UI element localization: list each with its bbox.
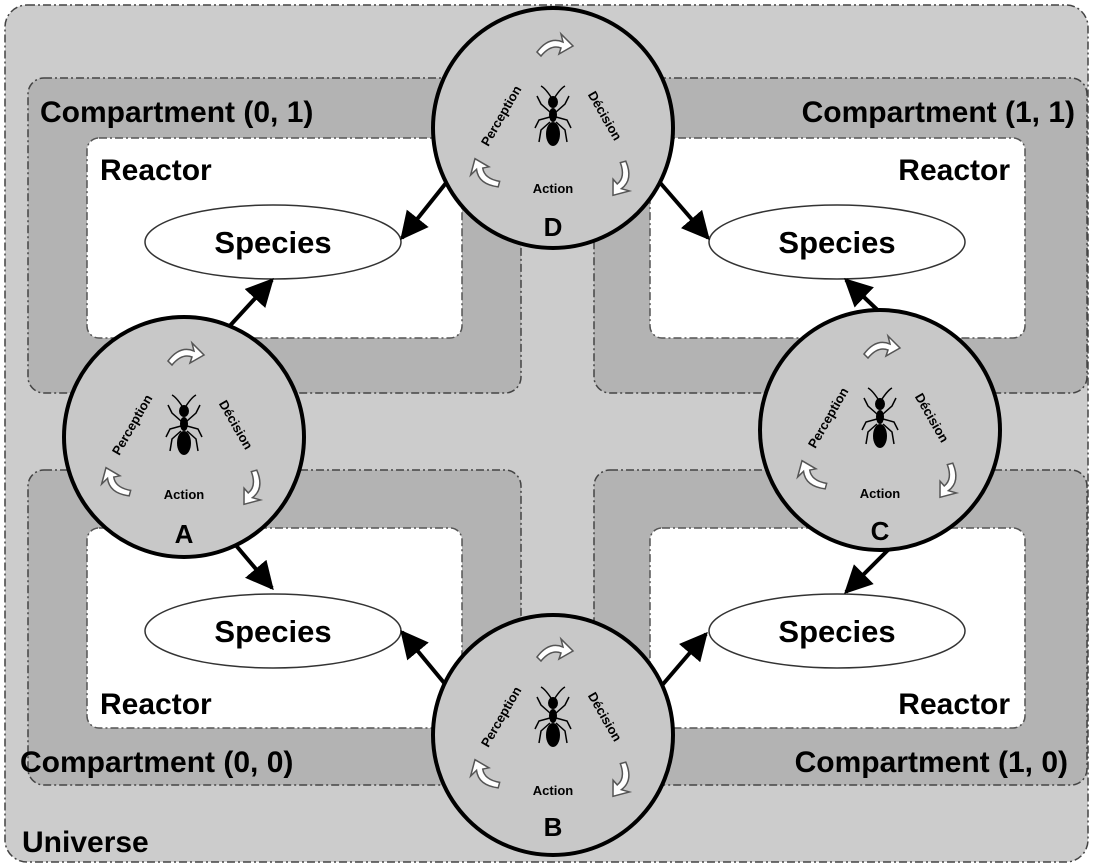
agent-d-action: Action	[533, 181, 574, 196]
agent-a-label: A	[175, 519, 194, 549]
species-0-1-label: Species	[214, 225, 331, 260]
reactor-1-0-label: Reactor	[898, 688, 1010, 721]
arrow-c-to-species-1-0	[844, 548, 890, 594]
species-1-1-label: Species	[778, 225, 895, 260]
agent-c: Perception Décision Action C	[758, 308, 1002, 552]
arrow-d-to-species-1-1	[654, 176, 710, 241]
arrow-d-to-species-0-1	[400, 176, 452, 241]
agent-b-label: B	[544, 812, 563, 842]
compartment-0-0-label: Compartment (0, 0)	[20, 746, 293, 779]
compartment-1-0-label: Compartment (1, 0)	[795, 746, 1068, 779]
arrow-b-to-species-1-0	[656, 631, 708, 692]
compartment-1-1: Compartment (1, 1) Reactor Species	[593, 77, 1088, 394]
reactor-0-1-label: Reactor	[100, 154, 212, 187]
reactor-0-0-label: Reactor	[100, 688, 212, 721]
species-0-0-label: Species	[214, 614, 331, 649]
compartment-0-1: Compartment (0, 1) Reactor Species	[27, 77, 522, 394]
agent-c-label: C	[871, 516, 890, 546]
species-1-0-ellipse	[708, 593, 966, 669]
compartment-1-1-label: Compartment (1, 1)	[802, 96, 1075, 129]
universe-label: Universe	[22, 826, 149, 859]
reactor-1-1-label: Reactor	[898, 154, 1010, 187]
agent-d-label: D	[544, 212, 563, 242]
agent-d: Perception Décision Action D	[431, 6, 675, 250]
agent-b: Perception Décision Action B	[431, 613, 675, 857]
agent-a-action: Action	[164, 487, 205, 502]
agent-a: Perception Décision Action A	[62, 315, 306, 559]
arrow-a-to-species-0-1	[224, 277, 274, 332]
agent-c-action: Action	[860, 486, 901, 501]
arrow-b-to-species-0-0	[400, 629, 452, 692]
compartment-1-0: Compartment (1, 0) Reactor Species	[593, 469, 1088, 786]
agent-b-action: Action	[533, 783, 574, 798]
species-1-1-ellipse	[708, 204, 966, 280]
species-1-0-label: Species	[778, 614, 895, 649]
compartment-0-1-label: Compartment (0, 1)	[40, 96, 313, 129]
